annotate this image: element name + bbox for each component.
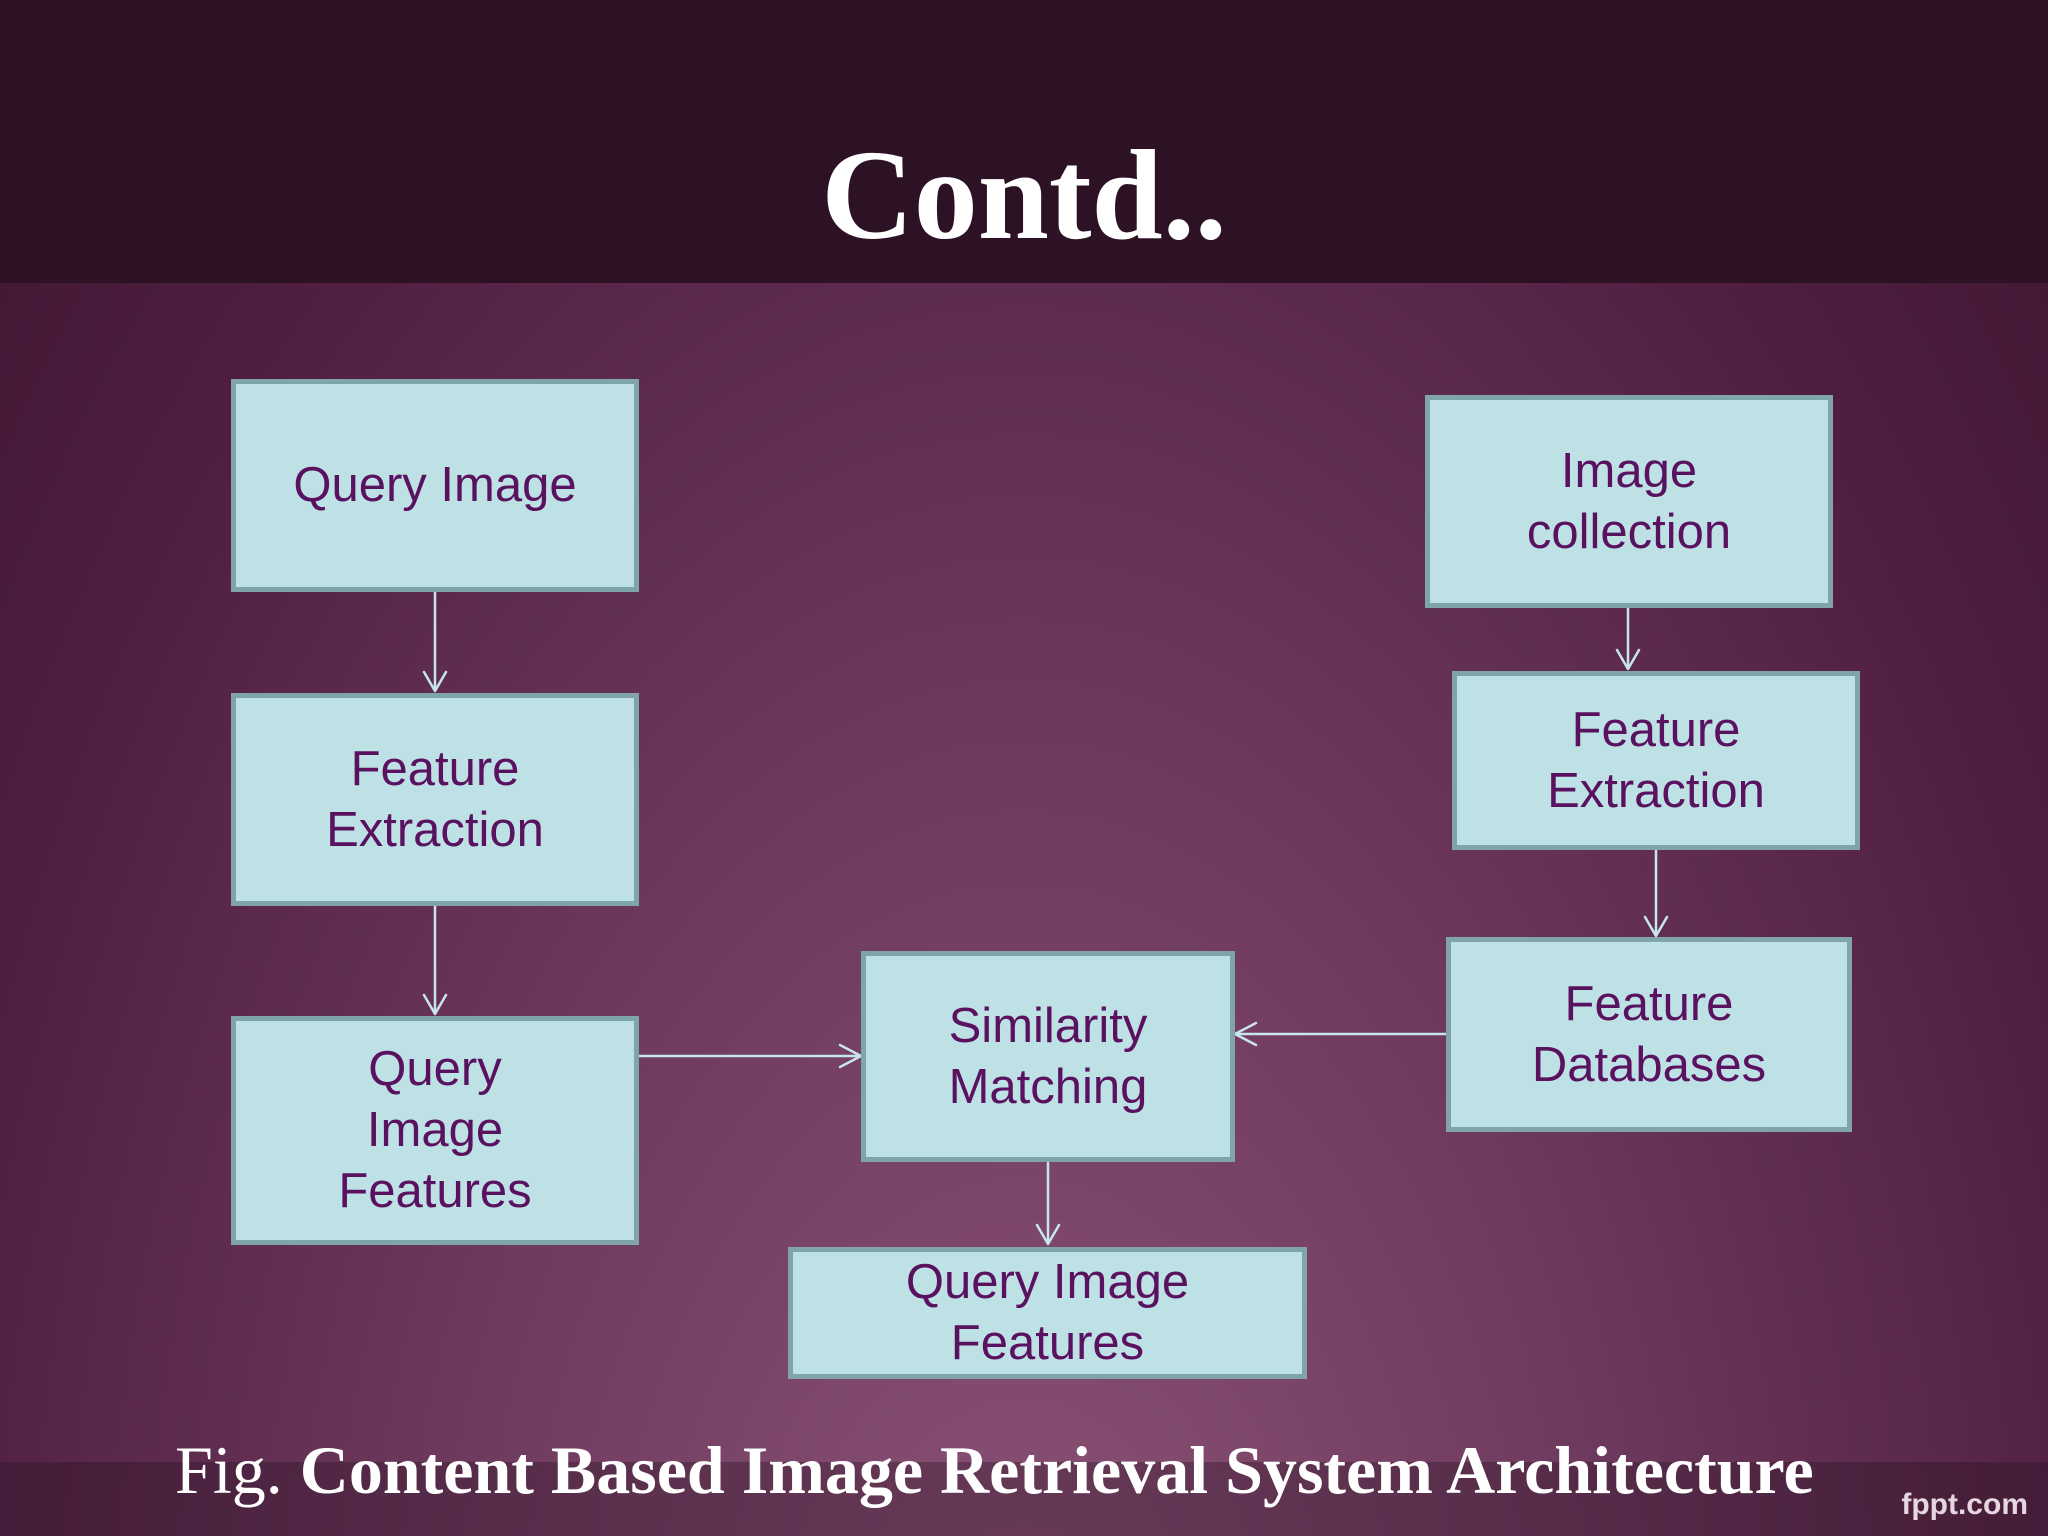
arrow-query-image-features-to-similarity-matching bbox=[637, 1043, 863, 1069]
caption-prefix: Fig. bbox=[175, 1432, 300, 1508]
arrow-feature-extraction-to-feature-databases bbox=[1643, 848, 1669, 938]
node-similarity-matching: Similarity Matching bbox=[861, 951, 1235, 1162]
title-band bbox=[0, 0, 2048, 283]
node-query-image: Query Image bbox=[231, 379, 639, 592]
arrow-feature-extraction-to-query-image-features bbox=[422, 904, 448, 1016]
node-feature-extraction-left: Feature Extraction bbox=[231, 693, 639, 906]
arrow-feature-databases-to-similarity-matching bbox=[1233, 1021, 1448, 1047]
node-image-collection: Image collection bbox=[1425, 395, 1833, 608]
watermark: fppt.com bbox=[1901, 1488, 2028, 1521]
slide-title: Contd.. bbox=[821, 124, 1227, 266]
node-query-image-features-left: Query Image Features bbox=[231, 1016, 639, 1245]
footer-band bbox=[0, 1462, 2048, 1536]
arrow-similarity-matching-to-query-image-features bbox=[1035, 1160, 1061, 1246]
caption-title: Content Based Image Retrieval System Arc… bbox=[299, 1432, 1814, 1508]
node-feature-databases: Feature Databases bbox=[1446, 937, 1852, 1132]
figure-caption: Fig. Content Based Image Retrieval Syste… bbox=[175, 1428, 1814, 1512]
arrow-query-image-to-feature-extraction bbox=[422, 590, 448, 693]
node-feature-extraction-right: Feature Extraction bbox=[1452, 671, 1860, 850]
node-query-image-features-bottom: Query Image Features bbox=[788, 1247, 1307, 1379]
arrow-image-collection-to-feature-extraction bbox=[1615, 606, 1641, 671]
